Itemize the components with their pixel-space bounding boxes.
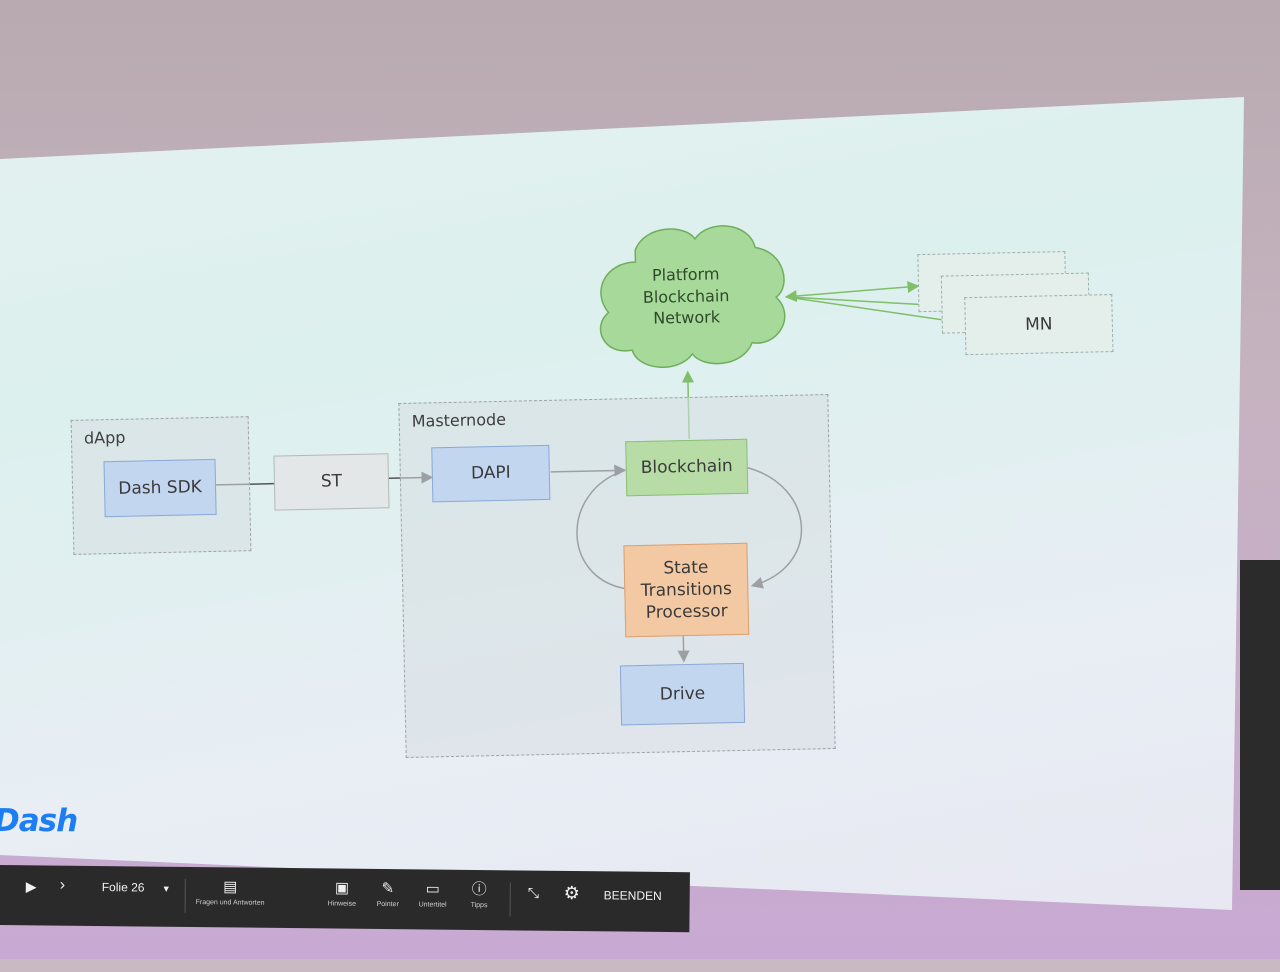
platform-blockchain-network: Platform Blockchain Network <box>621 263 752 330</box>
settings-icon[interactable]: ⚙ <box>563 882 580 904</box>
mn-node-front: MN <box>964 294 1114 356</box>
blockchain-label: Blockchain <box>640 456 733 479</box>
end-button[interactable]: BEENDEN <box>604 888 662 903</box>
dapi-label: DAPI <box>470 463 511 484</box>
next-icon[interactable]: › <box>59 876 66 894</box>
cloud-text-line: Blockchain <box>642 285 730 307</box>
pointer-icon: ✎ <box>381 879 395 898</box>
dropdown-icon: ▼ <box>161 883 171 894</box>
toolbar-separator <box>184 878 186 913</box>
tips-icon: ⓘ <box>471 880 487 899</box>
qa-button[interactable]: ▤ Fragen und Antworten <box>195 878 265 907</box>
presentation-toolbar: ▶ › Folie 26 ▼ ▤ Fragen und Antworten ▣ … <box>0 865 690 933</box>
qa-label: Fragen und Antworten <box>195 899 265 907</box>
tips-label: Tipps <box>470 901 488 910</box>
qa-icon: ▤ <box>223 878 238 896</box>
dash-sdk-label: Dash SDK <box>118 477 203 499</box>
play-icon[interactable]: ▶ <box>25 878 37 895</box>
toolbar-separator <box>509 882 511 917</box>
st-box: ST <box>273 453 390 511</box>
subtitles-icon: ▭ <box>425 880 440 898</box>
dapp-label: dApp <box>83 427 126 448</box>
slide-number-label: Folie 26 <box>101 880 145 895</box>
subtitles-button[interactable]: ▭ Untertitel <box>418 880 447 909</box>
dash-sdk-box: Dash SDK <box>103 458 217 518</box>
tips-button[interactable]: ⓘ Tipps <box>470 880 488 910</box>
slide-selector[interactable]: Folie 26 ▼ <box>102 880 171 895</box>
drive-label: Drive <box>659 683 706 705</box>
cloud-shape <box>599 225 786 368</box>
blockchain-box: Blockchain <box>625 438 749 497</box>
cloud-text-line: Network <box>653 307 721 328</box>
notes-label: Hinweise <box>327 900 357 908</box>
notes-icon: ▣ <box>334 879 350 897</box>
fullscreen-exit-icon[interactable]: ⤡ <box>527 884 540 901</box>
mn-label: MN <box>1024 314 1053 335</box>
st-label: ST <box>320 471 343 493</box>
masternode-label: Masternode <box>411 409 507 431</box>
subtitles-label: Untertitel <box>418 901 447 909</box>
end-label: BEENDEN <box>603 888 662 903</box>
dash-logo: Dash <box>0 803 78 839</box>
notes-button[interactable]: ▣ Hinweise <box>327 879 357 908</box>
pointer-label: Pointer <box>376 900 399 909</box>
cloud-text-line: Platform <box>651 264 720 285</box>
stp-line: Transitions <box>640 579 733 601</box>
room-object <box>1240 560 1280 890</box>
stp-line: Processor <box>645 601 728 623</box>
pointer-button[interactable]: ✎ Pointer <box>376 879 399 909</box>
drive-box: Drive <box>619 662 746 726</box>
dapi-box: DAPI <box>431 444 551 503</box>
state-transitions-processor-box: State Transitions Processor <box>623 542 750 638</box>
stp-line: State <box>663 557 709 579</box>
